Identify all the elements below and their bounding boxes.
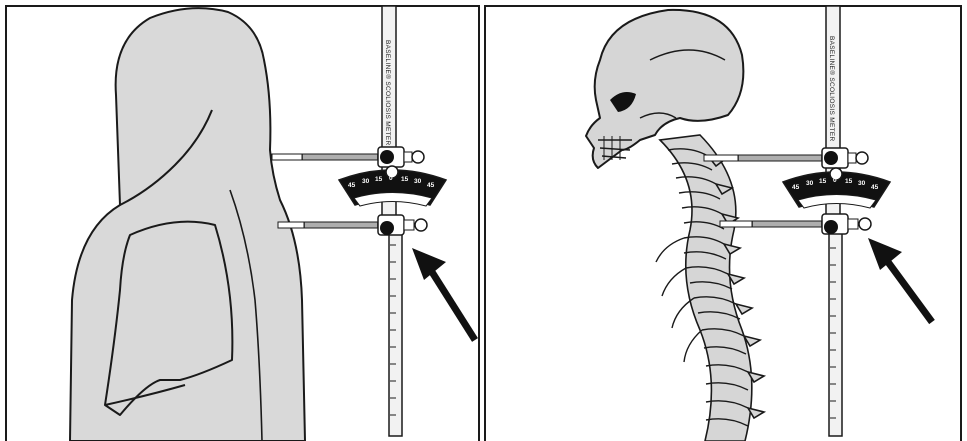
upper-rod-tip	[704, 155, 738, 161]
lower-clamp-knob-icon	[380, 221, 394, 235]
lower-clamp-knob-icon	[824, 220, 838, 234]
lower-rod-tip	[278, 222, 304, 228]
ruler-label: BASELINE® SCOLIOSIS METER	[384, 40, 392, 145]
lower-rod-tip	[720, 221, 752, 227]
scale-label-2: 30	[362, 178, 370, 185]
scale-label-4: 0	[389, 175, 393, 182]
lower-knob-icon	[415, 219, 427, 231]
right-panel: BASELINE® SCOLIOSIS METER 45 30	[485, 6, 961, 441]
upper-knob-icon	[856, 152, 868, 164]
scale-label-3: 15	[819, 178, 827, 185]
upper-rod-tip	[272, 154, 302, 160]
scale-label-1: 45	[348, 182, 356, 189]
ruler-label: BASELINE® SCOLIOSIS METER	[828, 36, 836, 141]
upper-clamp-knob-icon	[824, 151, 838, 165]
scale-label-7: 45	[427, 182, 435, 189]
upper-clamp-knob-icon	[380, 150, 394, 164]
scale-label-5: 15	[401, 176, 409, 183]
upper-knob-icon	[412, 151, 424, 163]
scale-label-3: 15	[375, 176, 383, 183]
left-panel: BASELINE® SCOLIOSIS METER	[6, 6, 479, 441]
scale-label-5: 15	[845, 178, 853, 185]
ruler-lower-bar	[829, 228, 842, 436]
scale-label-2: 30	[806, 180, 814, 187]
scale-label-6: 30	[414, 178, 422, 185]
scale-label-1: 45	[792, 184, 800, 191]
ruler-lower-bar	[389, 228, 402, 436]
scale-label-7: 45	[871, 184, 879, 191]
scale-label-6: 30	[858, 180, 866, 187]
scale-label-4: 0	[833, 177, 837, 184]
lower-knob-icon	[859, 218, 871, 230]
